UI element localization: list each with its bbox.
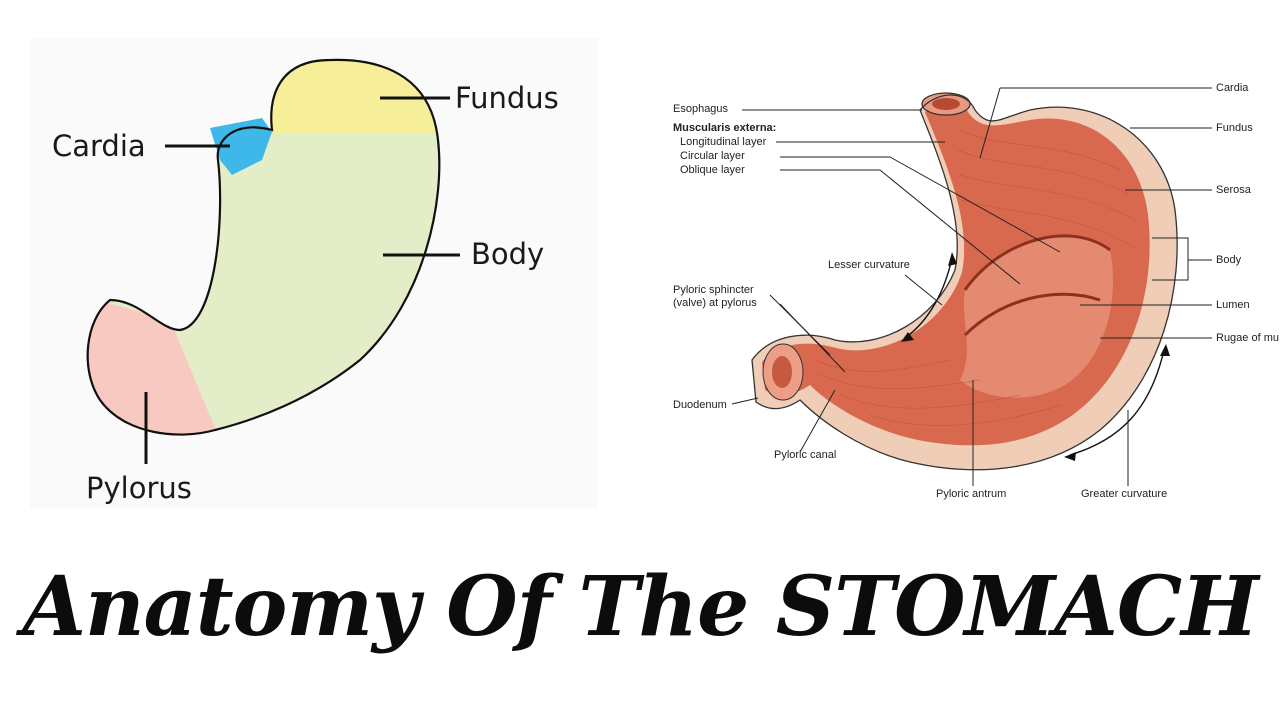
right-leaders bbox=[731, 87, 1212, 486]
label-pyloric-canal: Pyloric canal bbox=[774, 449, 837, 461]
label-cardia: Cardia bbox=[52, 129, 146, 163]
lesser-curvature-arrow bbox=[904, 257, 953, 339]
label-body-right: Body bbox=[1216, 254, 1242, 266]
page-title: Anatomy Of The STOMACH bbox=[22, 559, 1258, 655]
label-rugae: Rugae of mu bbox=[1216, 333, 1279, 344]
label-pyloric-sphincter-1: Pyloric sphincter bbox=[673, 284, 754, 296]
arrowheads bbox=[901, 252, 1170, 461]
label-greater-curvature: Greater curvature bbox=[1081, 488, 1168, 500]
label-serosa: Serosa bbox=[1216, 184, 1251, 196]
greater-curvature-arrow bbox=[1069, 349, 1165, 456]
cut-edge-upper bbox=[963, 234, 1111, 291]
label-longitudinal: Longitudinal layer bbox=[680, 136, 767, 148]
label-pylorus: Pylorus bbox=[86, 471, 192, 505]
label-esophagus: Esophagus bbox=[673, 103, 729, 115]
lumen-area bbox=[960, 235, 1113, 398]
simple-stomach-regions bbox=[87, 59, 440, 435]
curvature-arrows bbox=[904, 257, 1165, 456]
label-pyloric-antrum: Pyloric antrum bbox=[936, 488, 1007, 500]
esophagus-lumen bbox=[932, 98, 960, 110]
label-lumen: Lumen bbox=[1216, 299, 1250, 311]
label-oblique: Oblique layer bbox=[680, 164, 745, 176]
label-body: Body bbox=[471, 237, 545, 271]
label-cardia-right: Cardia bbox=[1216, 82, 1249, 94]
label-circular: Circular layer bbox=[680, 150, 745, 162]
label-lesser-curvature: Lesser curvature bbox=[828, 259, 910, 271]
muscle-fibers bbox=[814, 129, 1139, 426]
simple-stomach-outline bbox=[86, 58, 441, 436]
cut-edge-middle bbox=[963, 292, 1101, 337]
label-pyloric-sphincter-2: (valve) at pylorus bbox=[673, 297, 757, 309]
label-muscularis: Muscularis externa: bbox=[673, 122, 777, 134]
detailed-outline bbox=[751, 94, 1178, 471]
detailed-stomach bbox=[751, 92, 1178, 471]
label-fundus-right: Fundus bbox=[1216, 122, 1253, 134]
pyloric-lumen bbox=[772, 356, 792, 388]
cardia-region bbox=[210, 118, 272, 175]
label-fundus: Fundus bbox=[455, 81, 559, 115]
label-duodenum: Duodenum bbox=[673, 399, 727, 411]
